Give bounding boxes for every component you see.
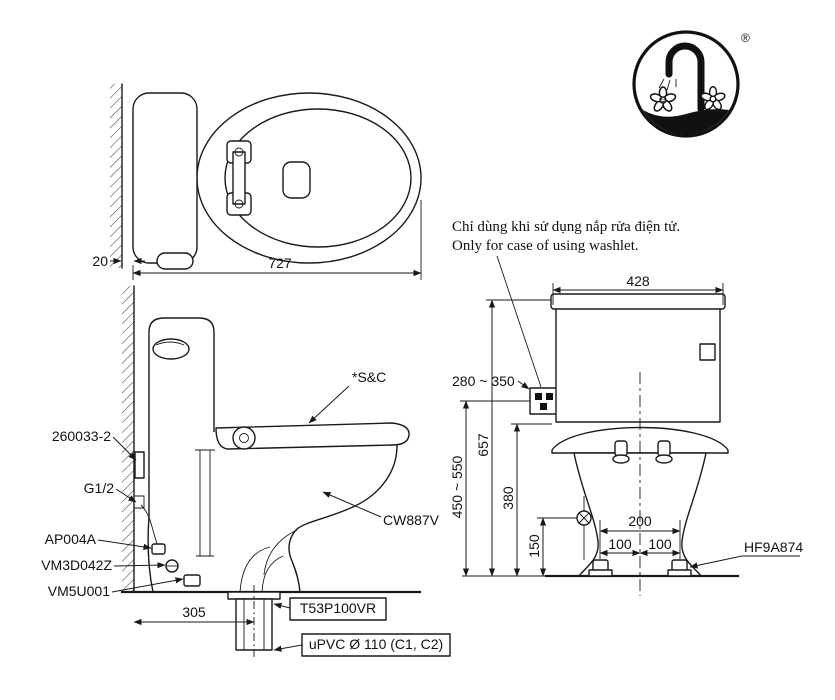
flush-valve-lines xyxy=(195,449,215,557)
label-hf9a874: HF9A874 xyxy=(744,539,803,555)
dim-727-label: 727 xyxy=(268,255,292,271)
dim-20-label: 20 xyxy=(92,253,108,269)
dim-428-label: 428 xyxy=(626,273,650,289)
label-hf9a874-group: HF9A874 xyxy=(689,539,803,569)
seat-inner-rim xyxy=(224,108,412,248)
seat-lid-front xyxy=(551,426,729,454)
flower-right-icon xyxy=(700,85,726,111)
hose-connector xyxy=(151,543,166,555)
lid-hinge-knob xyxy=(232,426,256,450)
supply-stop-valve xyxy=(134,451,145,479)
dim-305-label: 305 xyxy=(182,604,206,620)
faucet-icon xyxy=(665,42,705,113)
label-ap004a: AP004A xyxy=(45,531,97,547)
top-view: 727 20 xyxy=(92,83,422,280)
label-upvc: uPVC Ø 110 (C1, C2) xyxy=(309,636,443,652)
dim-380: 380 xyxy=(500,423,552,577)
dim-305: 305 xyxy=(133,604,255,626)
bowl-back-profile xyxy=(147,469,154,593)
water-stream-icon xyxy=(658,78,677,91)
front-view: Chỉ dùng khi sử dụng nắp rửa điện tử. On… xyxy=(449,219,803,596)
label-t53p100vr: T53P100VR xyxy=(300,600,376,616)
bolt-cap-right xyxy=(667,559,692,577)
supply-hose xyxy=(140,504,159,547)
supply-shank xyxy=(156,252,194,270)
dim-657: 657 xyxy=(475,299,551,577)
registered-mark: ® xyxy=(741,31,750,45)
dim-20: 20 xyxy=(92,253,145,269)
drain-label-box xyxy=(289,597,387,621)
dim-100-100: 100 100 xyxy=(599,536,681,557)
dim-100-left-label: 100 xyxy=(608,536,632,552)
wall-hatch-top xyxy=(110,84,122,268)
lid-fitting-left xyxy=(612,440,630,464)
washlet-nozzle-area xyxy=(282,161,311,199)
dim-727: 727 xyxy=(132,200,422,280)
lid-fitting-right xyxy=(655,440,673,464)
dim-428: 428 xyxy=(552,273,724,305)
label-vm5u001: VM5U001 xyxy=(48,583,110,599)
dim-100-right-label: 100 xyxy=(648,536,672,552)
supply-point-symbol xyxy=(529,387,558,415)
bolt-cap-left xyxy=(588,559,613,577)
note-leader xyxy=(496,255,542,388)
dim-657-label: 657 xyxy=(475,433,491,457)
side-view: 260033-2 G1/2 AP004A VM3D042Z VM5U001 *S… xyxy=(41,285,451,658)
dim-150: 150 xyxy=(526,517,577,577)
dim-280-350: 280 ~ 350 xyxy=(452,373,530,390)
dim-150-label: 150 xyxy=(526,534,542,558)
tank-top-view xyxy=(132,92,198,264)
dim-450-550: 450 ~ 550 xyxy=(449,400,530,577)
flower-left-icon xyxy=(649,86,677,112)
base-gasket-part xyxy=(183,574,201,587)
trapway-lines xyxy=(239,529,298,593)
seat-hinge xyxy=(226,140,252,216)
label-g12: G1/2 xyxy=(84,480,115,496)
wall-hatch-side xyxy=(122,286,134,592)
washlet-logo: ® xyxy=(632,30,750,138)
label-seat-sc: *S&C xyxy=(352,369,386,385)
dim-450-550-label: 450 ~ 550 xyxy=(449,455,465,518)
note-line-vi: Chỉ dùng khi sử dụng nắp rửa điện tử. xyxy=(452,219,680,235)
label-cw887v: CW887V xyxy=(383,512,440,528)
bowl-front-profile xyxy=(288,445,398,593)
note-line-en: Only for case of using washlet. xyxy=(452,238,639,254)
flush-button-front xyxy=(699,343,716,361)
dim-380-label: 380 xyxy=(500,486,516,510)
label-260033-2: 260033-2 xyxy=(52,428,111,444)
supply-thread xyxy=(134,495,145,509)
logo-ring xyxy=(632,30,740,138)
tank-front xyxy=(555,307,721,423)
water-wave-icon xyxy=(643,109,729,135)
seat-lid-side xyxy=(215,422,410,450)
label-vm3d042z: VM3D042Z xyxy=(41,557,112,573)
dim-280-350-label: 280 ~ 350 xyxy=(452,373,515,389)
tank-lid-front xyxy=(550,293,726,310)
dim-200-label: 200 xyxy=(628,513,652,529)
